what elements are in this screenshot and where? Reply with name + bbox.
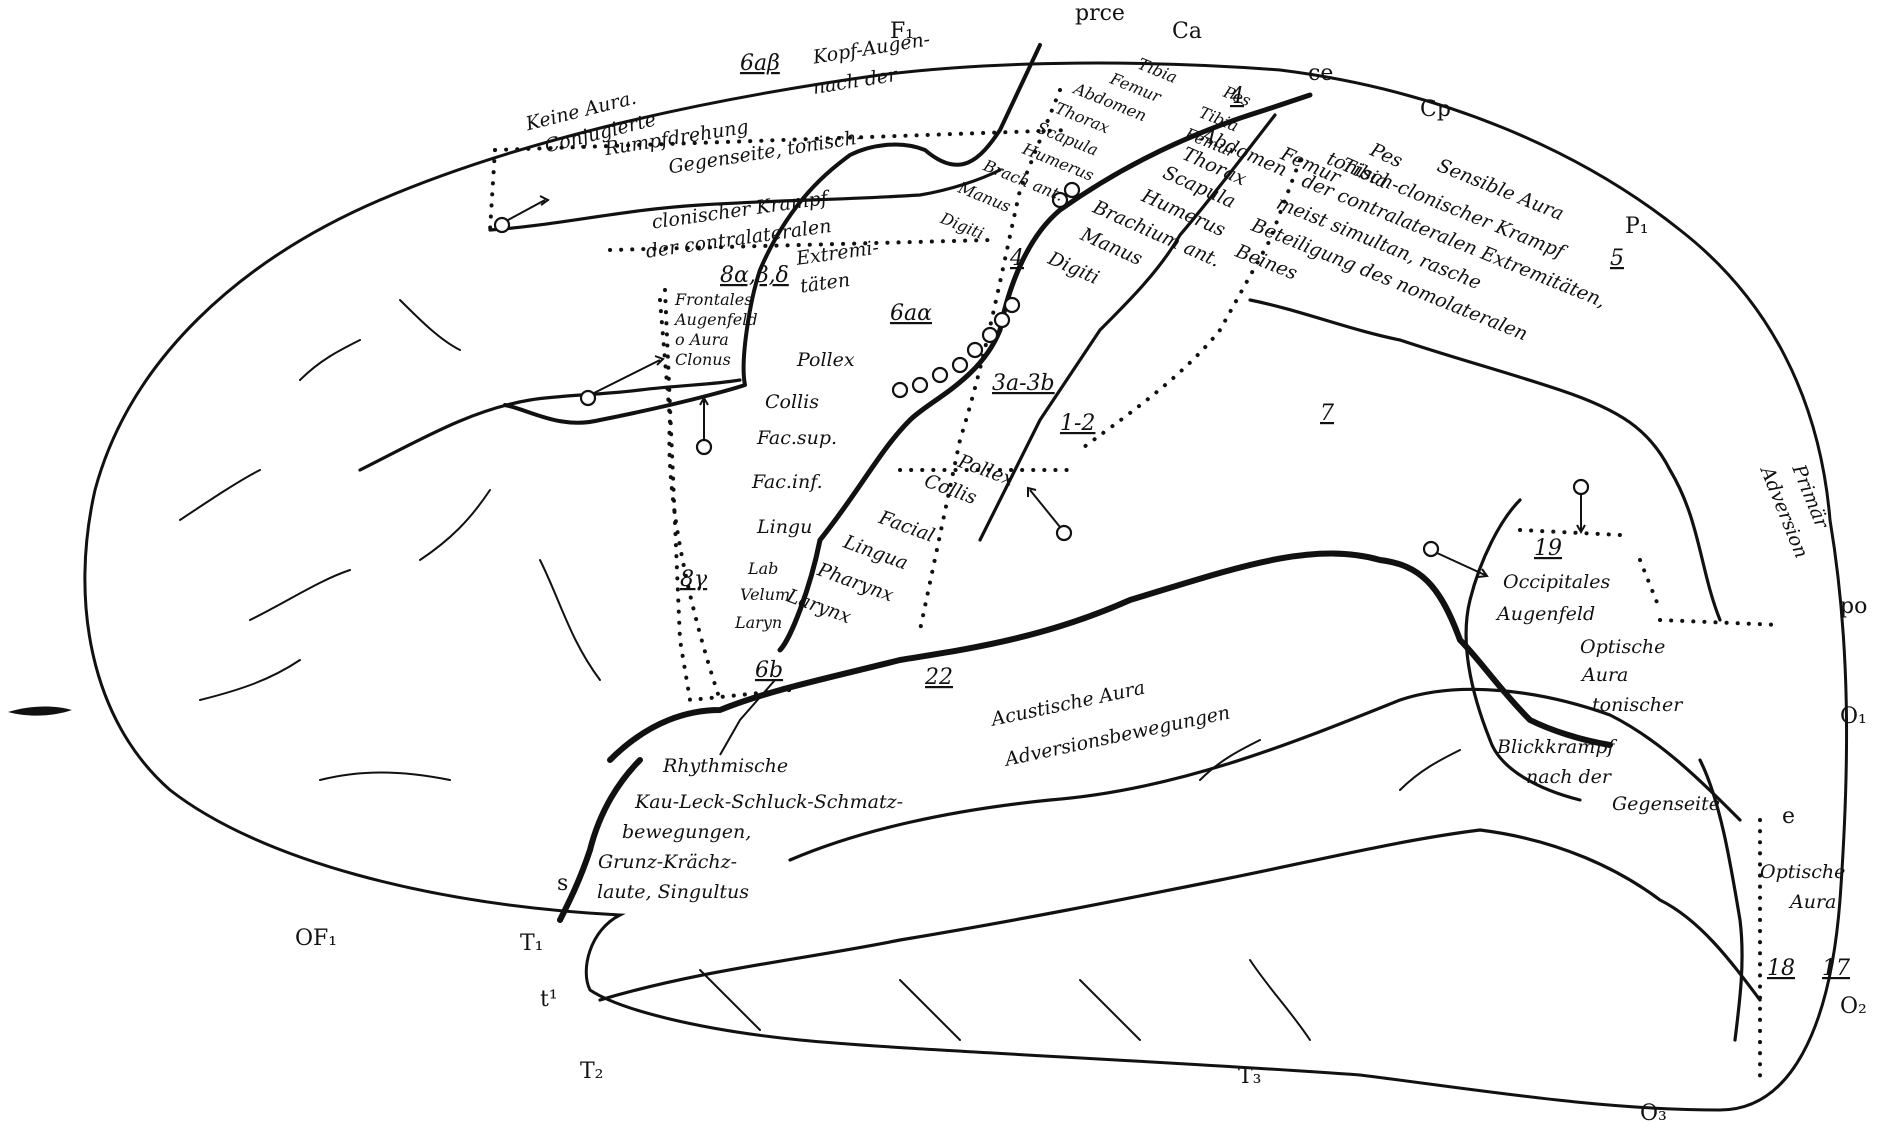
postcentral-sulcus	[978, 113, 1277, 542]
pointer-6b-rhythmische	[719, 679, 776, 756]
svg-text:Lab: Lab	[747, 559, 778, 578]
svg-text:Frontales: Frontales	[674, 290, 752, 309]
label-prce: prce	[1075, 1, 1125, 26]
svg-text:Velum: Velum	[740, 585, 790, 604]
svg-text:Occipitales: Occipitales	[1503, 571, 1610, 593]
svg-text:Optische: Optische	[1760, 861, 1845, 883]
intraparietal-sulcus	[1248, 298, 1722, 622]
sulcus-labels: prce F₁ Ca ce Cp P₁ po O₁ O₂ O₃ OF₁ T₁ T…	[295, 1, 1867, 1126]
dotted-boundary-area-6	[488, 128, 1072, 702]
central-sulcus	[777, 92, 1313, 653]
svg-text:o Aura: o Aura	[675, 330, 729, 349]
label-s: s	[557, 871, 568, 896]
area-6aa: 6aα	[890, 301, 932, 326]
frontal-pole-mark	[8, 706, 72, 716]
label-occipitales-augenfeld: Occipitales Augenfeld	[1495, 571, 1610, 625]
area-22: 22	[924, 665, 953, 690]
label-e: e	[1782, 804, 1795, 829]
label-frontales-augenfeld: Frontales Augenfeld o Aura Clonus	[673, 290, 758, 369]
label-T2: T₂	[580, 1059, 604, 1084]
svg-text:Aura: Aura	[1580, 664, 1628, 686]
area-5: 5	[1610, 246, 1624, 271]
svg-text:Optische: Optische	[1580, 636, 1665, 658]
brain-outline	[83, 61, 1849, 1112]
label-optische-aura-lower: Optische Aura	[1760, 861, 1845, 913]
area-18: 18	[1767, 956, 1795, 981]
occipital-sulcus	[1464, 498, 1582, 802]
lunate-sulcus	[1698, 758, 1744, 1042]
svg-text:Collis: Collis	[765, 391, 819, 413]
svg-text:Augenfeld: Augenfeld	[1495, 603, 1595, 625]
label-O1: O₁	[1840, 704, 1867, 729]
svg-text:Aura: Aura	[1788, 891, 1836, 913]
svg-text:tonischer: tonischer	[1592, 694, 1684, 716]
area-17: 17	[1822, 956, 1850, 981]
frontal-branches	[179, 299, 601, 781]
label-OF1: OF₁	[295, 926, 337, 951]
label-po: po	[1840, 594, 1867, 619]
area-8ab: 8α,β,δ	[720, 263, 789, 288]
superior-temporal-sulcus	[788, 687, 1742, 862]
label-O2: O₂	[1840, 994, 1867, 1019]
svg-text:Blickkrampf: Blickkrampf	[1496, 736, 1617, 758]
area-4-top: 4	[1229, 84, 1244, 109]
precentral-ring-chain	[891, 181, 1081, 399]
superior-frontal-sulcus	[488, 168, 1002, 232]
inferior-frontal-sulcus	[358, 378, 742, 472]
label-T3: T₃	[1238, 1064, 1262, 1089]
area-6b: 6b	[755, 658, 783, 683]
svg-text:Fac.inf.: Fac.inf.	[751, 471, 823, 493]
svg-text:Clonus: Clonus	[675, 350, 731, 369]
inferior-temporal-sulcus	[598, 828, 1762, 1002]
svg-text:Grunz-Krächz-: Grunz-Krächz-	[598, 851, 737, 873]
area-3a-3b: 3a-3b	[992, 371, 1055, 396]
area-4-mid: 4	[1009, 246, 1024, 271]
area-6ab: 6aβ	[740, 51, 780, 76]
temporal-branches	[699, 739, 1461, 1041]
area-1-2: 1-2	[1060, 411, 1095, 436]
svg-text:Rhythmische: Rhythmische	[662, 755, 788, 777]
precentral-sulcus	[503, 43, 1042, 425]
svg-text:laute, Singultus: laute, Singultus	[597, 881, 749, 903]
label-face-map-left: Pollex Collis Fac.sup. Fac.inf. Lingu La…	[734, 349, 855, 632]
label-P1: P₁	[1625, 214, 1649, 239]
svg-text:Kau-Leck-Schluck-Schmatz-: Kau-Leck-Schluck-Schmatz-	[634, 791, 903, 813]
label-rhythmische: Rhythmische Kau-Leck-Schluck-Schmatz- be…	[597, 755, 903, 903]
label-optische-aura-blickkrampf: Optische Aura tonischer Blickkrampf nach…	[1496, 636, 1720, 815]
area-7: 7	[1320, 401, 1334, 426]
dotted-boundary-precentral	[898, 88, 1072, 632]
stimulus-arrows	[493, 195, 1590, 578]
svg-text:nach der: nach der	[1526, 766, 1613, 788]
label-T1: T₁	[520, 931, 544, 956]
label-ce: ce	[1308, 61, 1333, 86]
label-O3: O₃	[1640, 1101, 1667, 1126]
sylvian-fissure	[557, 550, 1613, 923]
svg-text:Fac.sup.: Fac.sup.	[756, 427, 837, 449]
label-t1: t¹	[540, 987, 558, 1012]
svg-text:Gegenseite: Gegenseite	[1612, 793, 1720, 815]
svg-text:bewegungen,: bewegungen,	[622, 821, 751, 843]
area-numbers: 6aβ 6aα 8α,β,δ 4 4 3a-3b 1-2 5 7 19 8γ 6…	[680, 51, 1850, 981]
svg-text:Kopf-Augen-: Kopf-Augen-	[810, 28, 931, 68]
dotted-boundary-postcentral	[1078, 158, 1302, 452]
label-Cp: Cp	[1420, 97, 1451, 122]
label-Ca: Ca	[1172, 19, 1202, 44]
svg-text:Laryn: Laryn	[734, 613, 782, 632]
svg-text:Pollex: Pollex	[796, 349, 855, 371]
area-8g: 8γ	[680, 567, 708, 592]
area-19: 19	[1534, 536, 1562, 561]
svg-text:Lingu: Lingu	[756, 516, 812, 538]
svg-text:Augenfeld: Augenfeld	[673, 310, 758, 329]
label-F1: F₁	[890, 19, 914, 44]
